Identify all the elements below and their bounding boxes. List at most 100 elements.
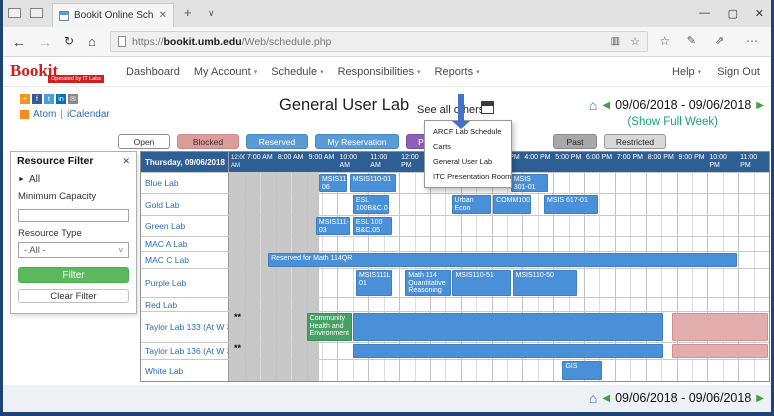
filter-button[interactable]: Filter [18,267,129,283]
dropdown-item[interactable]: General User Lab [433,157,493,166]
reservation-event[interactable]: ESL 100B&C.04 [352,195,389,214]
linkedin-icon[interactable]: in [56,94,66,104]
atom-link[interactable]: Atom [33,109,57,120]
reservation-event[interactable]: MSIS110-06 [318,174,348,192]
home-date-icon[interactable]: ⌂ [588,390,598,406]
reservation-event[interactable]: MSIS111L-01 [355,270,392,296]
minimize-button[interactable]: — [699,7,710,19]
window-icon[interactable] [8,8,21,18]
reservation-event[interactable]: COMM100 [493,195,531,214]
nav-reports[interactable]: Reports▾ [434,65,480,78]
back-button[interactable]: ← [12,34,26,50]
tab-list-chevron-icon[interactable]: ∨ [208,8,215,18]
reservation-event[interactable]: MSIS111-03 [315,217,351,235]
close-icon[interactable]: ✕ [122,155,130,166]
reservation-event[interactable]: Urban Econ [451,195,491,214]
new-tab-button[interactable]: + [184,5,192,20]
reservation-event[interactable] [671,313,768,341]
reading-view-icon[interactable]: ▥ [610,36,621,47]
resource-tree-all[interactable]: ► All [18,174,41,185]
twitter-icon[interactable]: t [44,94,54,104]
room-label[interactable]: Gold Lab [141,194,229,215]
favorites-hub-icon[interactable]: ☆ [659,34,670,48]
address-bar[interactable]: https://bookit.umb.edu/Web/schedule.php … [110,31,648,52]
bookit-logo[interactable]: Bookit Operated by IT Labs [10,61,120,85]
nav-schedule[interactable]: Schedule▾ [271,65,324,78]
show-full-week-link[interactable]: (Show Full Week) [627,116,718,128]
legend-past[interactable]: Past [553,134,597,149]
dropdown-item[interactable]: ITC Presentation Rooms [433,172,511,181]
legend-blocked[interactable]: Blocked [177,134,239,149]
reservation-event[interactable]: MSIS110-50 [512,270,577,296]
reservation-event[interactable]: Reserved for Math 114QR [268,253,738,267]
schedule-row-slots[interactable]: ** Community Health and Environment [229,312,769,342]
legend-my-reservation[interactable]: My Reservation [315,134,399,149]
room-label[interactable]: Taylor Lab 133 (At W 3) [141,312,229,342]
forward-button[interactable]: → [38,34,52,50]
next-day-arrow[interactable]: ▶ [756,99,764,111]
nav-help[interactable]: Help▾ [672,65,702,78]
reservation-event[interactable]: MSIS 301-01 [510,174,548,192]
room-label[interactable]: White Lab [141,360,229,381]
home-date-icon[interactable]: ⌂ [588,97,598,113]
browser-tab[interactable]: Bookit Online Schedule ✕ [52,3,174,27]
room-label[interactable]: Green Lab [141,216,229,236]
dropdown-item[interactable]: ARCF Lab Schedule [433,127,502,136]
reservation-event[interactable] [352,313,664,341]
min-capacity-input[interactable] [18,208,129,222]
reservation-event[interactable] [671,344,768,358]
room-label[interactable]: MAC C Lab [141,252,229,268]
reservation-event[interactable]: Community Health and Environment [306,313,352,341]
reservation-event[interactable]: MSIS110-51 [452,270,511,296]
room-label[interactable]: Red Lab [141,298,229,311]
refresh-button[interactable]: ↻ [64,34,75,48]
note-marker[interactable]: ** [234,313,242,322]
close-button[interactable]: ✕ [754,8,764,20]
room-label[interactable]: Taylor Lab 136 (At W 3) [141,343,229,359]
schedule-row-slots[interactable]: MSIS111L-01 Math 114 Quantitative Reasoni… [229,269,769,297]
share-plus-icon[interactable]: + [20,94,30,104]
room-label[interactable]: MAC A Lab [141,237,229,251]
share-icon[interactable]: ⇗ [714,35,724,47]
web-note-icon[interactable]: ✎ [686,35,696,47]
schedule-row-slots[interactable] [229,298,769,311]
legend-restricted[interactable]: Restricted [604,134,666,149]
calendar-icon[interactable] [481,101,494,114]
next-day-arrow[interactable]: ▶ [756,392,764,404]
tab-preview-icon[interactable] [30,8,43,18]
room-label[interactable]: Purple Lab [141,269,229,297]
nav-responsibilities[interactable]: Responsibilities▾ [337,65,421,78]
maximize-button[interactable]: ▢ [727,8,738,20]
nav-dashboard[interactable]: Dashboard [126,65,180,78]
note-marker[interactable]: ** [234,344,242,353]
legend-reserved[interactable]: Reserved [246,134,308,149]
reservation-event[interactable]: MSIS 617-01 [543,195,599,214]
legend-open[interactable]: Open [118,134,170,149]
room-label[interactable]: Blue Lab [141,173,229,193]
icalendar-link[interactable]: iCalendar [66,109,110,120]
reservation-event[interactable] [352,344,664,358]
reservation-event[interactable]: GIS [562,361,602,380]
clear-filter-button[interactable]: Clear Filter [18,289,129,303]
home-button[interactable]: ⌂ [88,34,96,49]
previous-day-arrow[interactable]: ◀ [602,99,611,111]
email-icon[interactable]: ✉ [68,94,78,104]
settings-ellipsis-icon[interactable]: ⋯ [746,34,758,48]
previous-day-arrow[interactable]: ◀ [602,392,611,404]
reservation-event[interactable]: ESL 100 B&C.05 [352,217,392,235]
reservation-event[interactable]: Math 114 Quantitative Reasoning [405,270,451,296]
facebook-icon[interactable]: f [32,94,42,104]
nav-sign-out[interactable]: Sign Out [717,65,760,78]
schedule-row-slots[interactable]: Reserved for Math 114QR [229,252,769,268]
reservation-event[interactable]: MSIS110-01 [349,174,396,192]
add-favorite-star-icon[interactable]: ☆ [630,36,640,48]
dropdown-item[interactable]: Carts [433,142,451,151]
tab-close-icon[interactable]: ✕ [158,10,167,21]
schedule-row-slots[interactable]: GIS [229,360,769,381]
schedule-row-slots[interactable] [229,237,769,251]
resource-type-select[interactable]: - All - ˅ [18,242,129,258]
schedule-row-slots[interactable]: ** [229,343,769,359]
nav-my-account[interactable]: My Account▾ [193,65,258,78]
